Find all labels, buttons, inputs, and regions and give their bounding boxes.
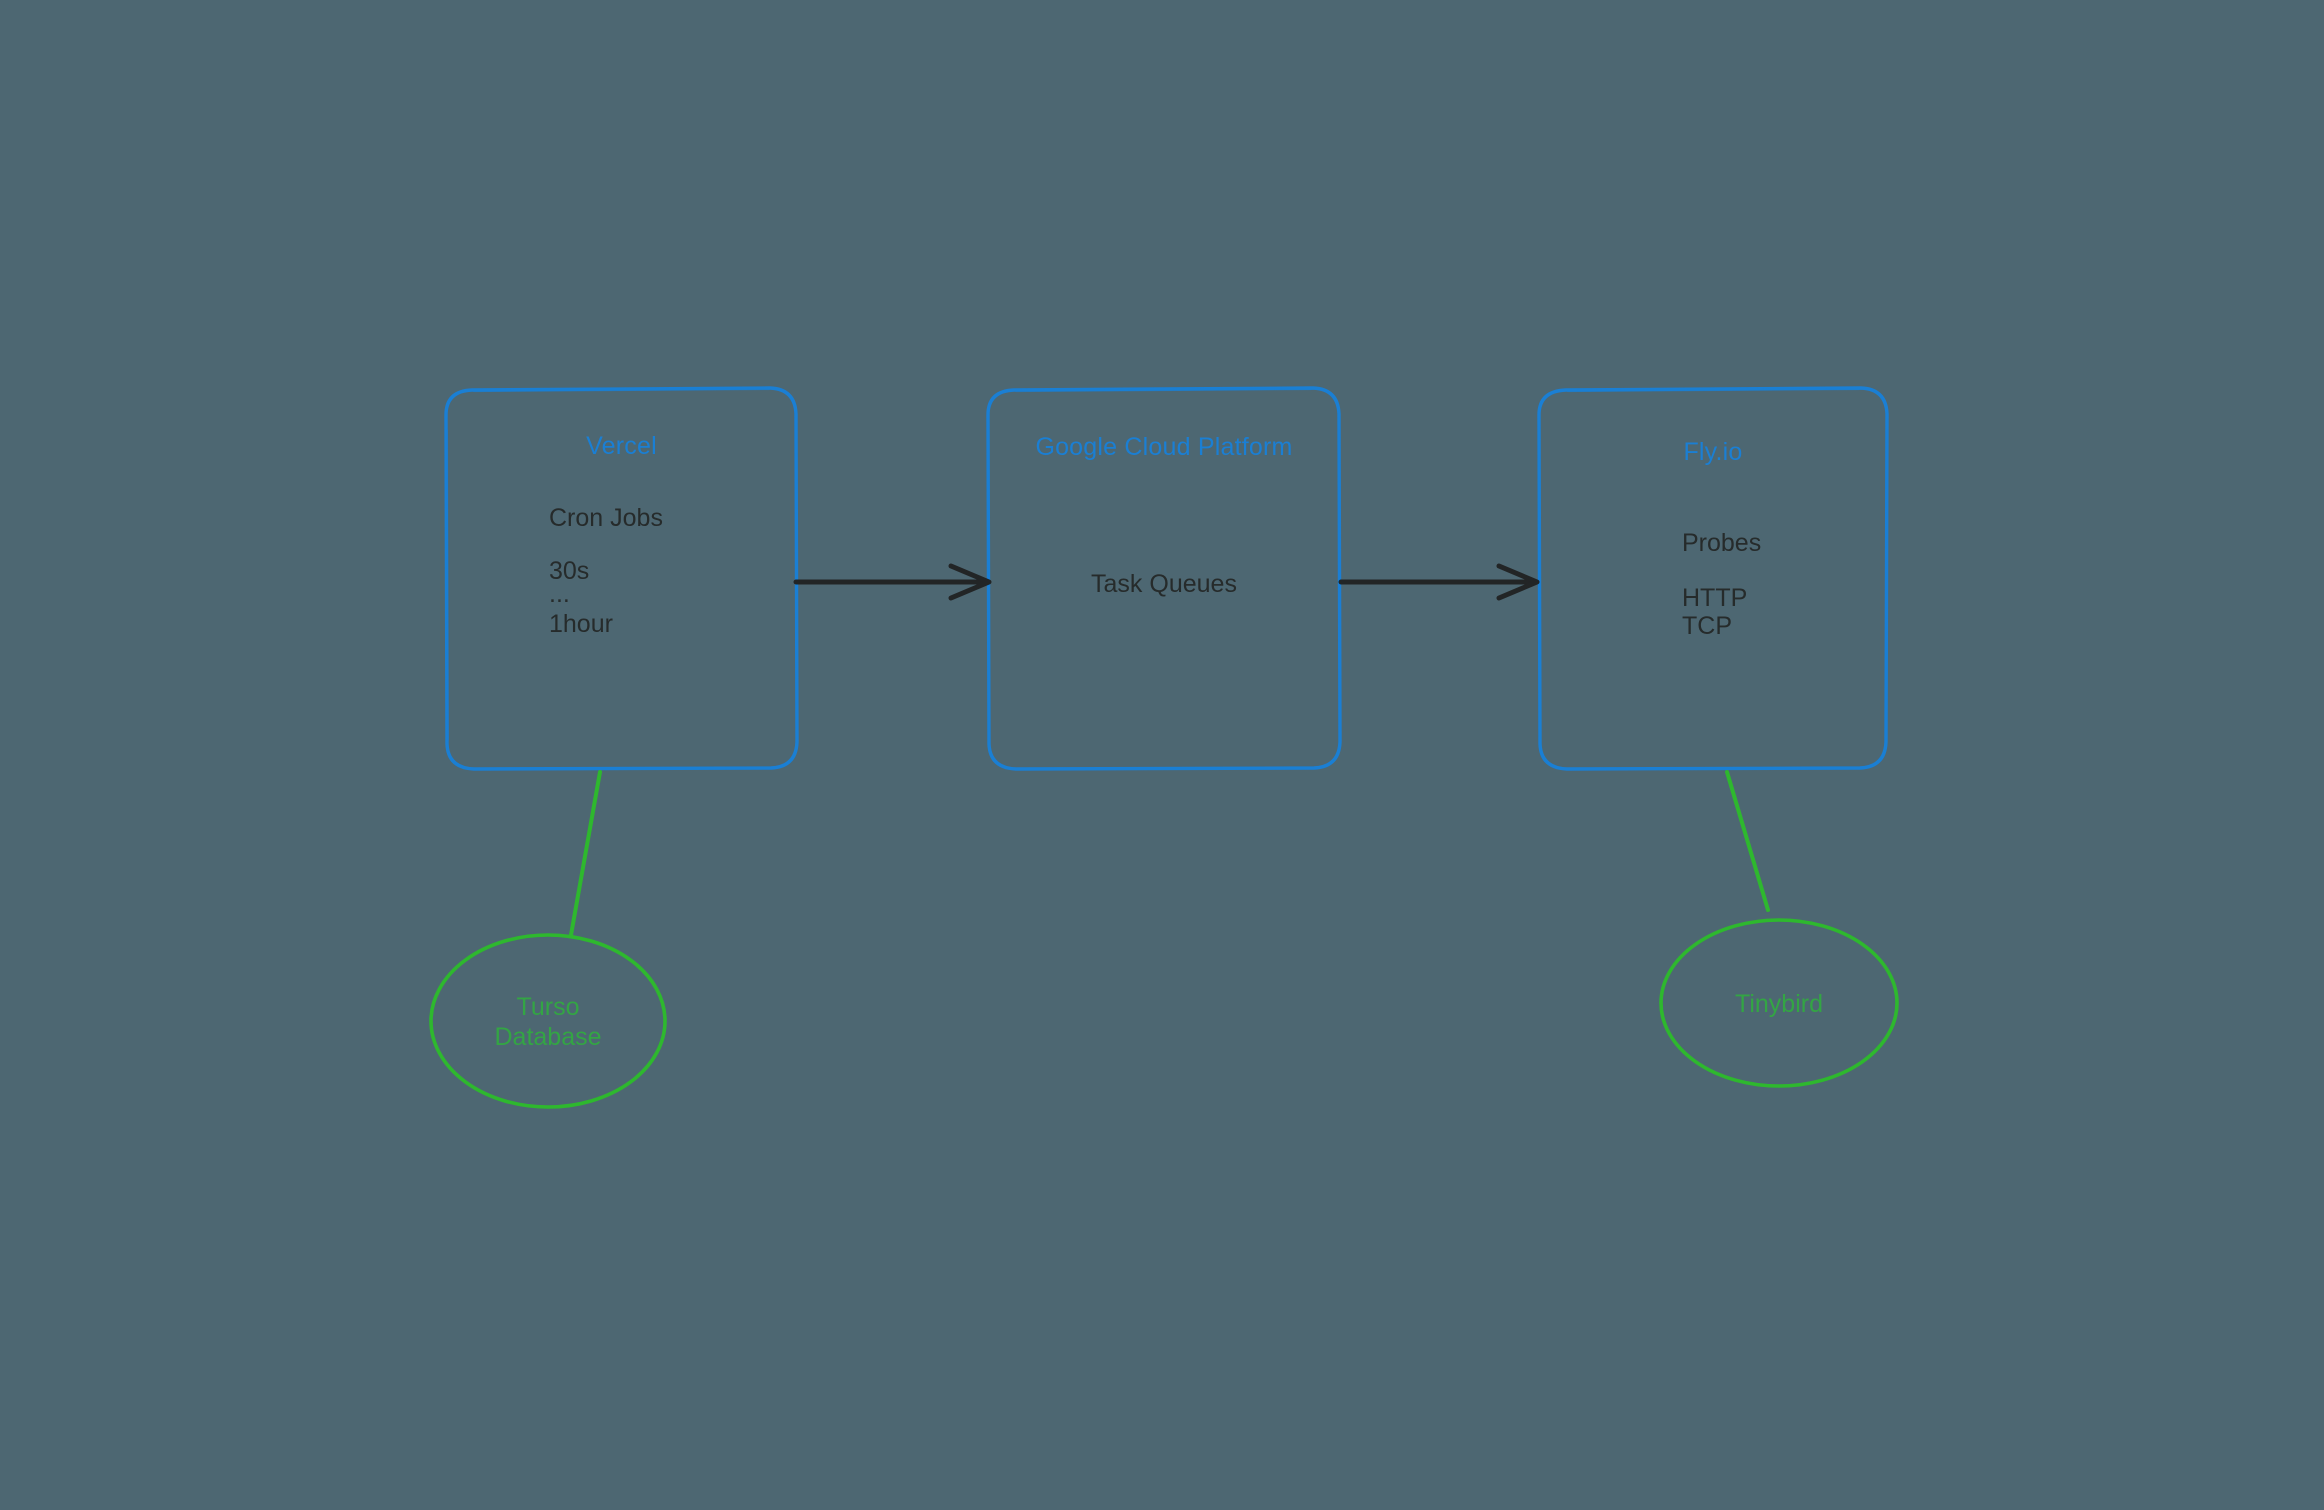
node-vercel-title: Vercel bbox=[586, 432, 657, 460]
box-outline-gcp[interactable] bbox=[986, 386, 1342, 771]
arrow-gcp-to-flyio[interactable] bbox=[1338, 563, 1540, 601]
arrow-vercel-to-gcp[interactable] bbox=[793, 563, 992, 601]
connector-flyio-to-tinybird[interactable] bbox=[1725, 770, 1770, 912]
node-tinybird-label: Tinybird bbox=[1735, 990, 1823, 1018]
node-vercel-line-3: ... bbox=[549, 580, 570, 608]
node-gcp-line-0: Task Queues bbox=[1091, 570, 1237, 598]
node-flyio-title: Fly.io bbox=[1683, 438, 1743, 466]
node-vercel[interactable]: Vercel Cron Jobs 30s ... 1hour bbox=[446, 388, 797, 770]
node-flyio[interactable]: Fly.io Probes HTTP TCP bbox=[1539, 388, 1887, 770]
node-flyio-line-0: Probes bbox=[1682, 529, 1762, 557]
node-vercel-line-4: 1hour bbox=[549, 610, 613, 638]
box-outline-vercel[interactable] bbox=[444, 386, 799, 771]
node-turso-label: Turso Database bbox=[494, 993, 602, 1051]
ellipse-outline-turso[interactable] bbox=[429, 933, 667, 1109]
node-flyio-line-2: HTTP bbox=[1682, 584, 1748, 612]
node-gcp[interactable]: Google Cloud Platform Task Queues bbox=[988, 388, 1340, 770]
box-outline-flyio[interactable] bbox=[1537, 386, 1889, 771]
node-turso[interactable]: Turso Database bbox=[431, 935, 665, 1107]
node-vercel-line-2: 30s bbox=[549, 557, 590, 585]
node-tinybird[interactable]: Tinybird bbox=[1661, 920, 1897, 1086]
ellipse-outline-tinybird[interactable] bbox=[1659, 918, 1899, 1088]
node-vercel-line-0: Cron Jobs bbox=[549, 504, 663, 532]
node-flyio-line-3: TCP bbox=[1682, 612, 1732, 640]
connector-vercel-to-turso[interactable] bbox=[569, 770, 602, 937]
node-gcp-title: Google Cloud Platform bbox=[1035, 433, 1293, 461]
